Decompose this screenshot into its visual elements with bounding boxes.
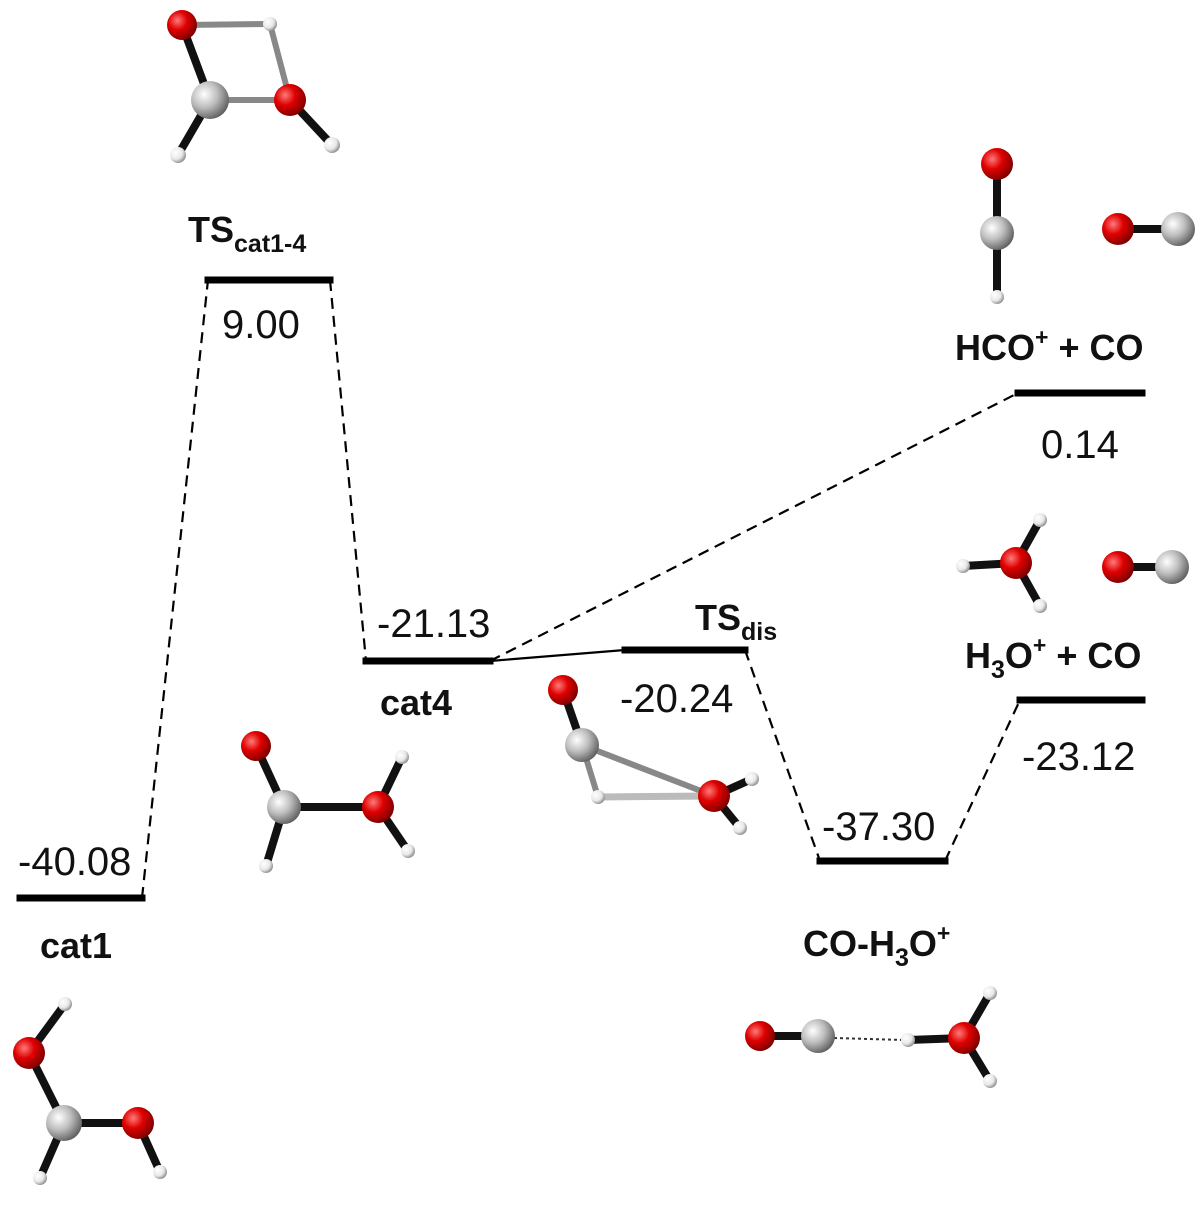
- oxygen-atom: [362, 791, 394, 823]
- hydrogen-atom: [263, 17, 277, 31]
- energy-levels: [16, 276, 1146, 902]
- hydrogen-atom: [733, 821, 747, 835]
- carbon-atom: [801, 1019, 835, 1053]
- state-label-h3o-co: H3O+ + CO: [965, 632, 1141, 684]
- oxygen-atom: [981, 148, 1013, 180]
- hydrogen-atom: [170, 147, 186, 163]
- coh3o-part-a: CO-H: [803, 923, 895, 964]
- state-label-ts-cat1-4: TScat1-4: [188, 209, 306, 258]
- oxygen-atom: [13, 1037, 45, 1069]
- carbon-atom: [1161, 212, 1195, 246]
- energy-value-h3o-co: -23.12: [1022, 735, 1135, 779]
- hcoco-part-c: + CO: [1048, 327, 1143, 368]
- hcoco-superscript: +: [1035, 324, 1048, 350]
- oxygen-atom: [241, 731, 271, 761]
- connector-cat4-hcoco: [489, 392, 1019, 662]
- oxygen-atom: [948, 1022, 980, 1054]
- hydrogen-atom: [983, 1074, 997, 1088]
- energy-value-ts-cat1-4: 9.00: [222, 303, 300, 347]
- hydrogen-atom: [591, 790, 605, 804]
- state-labels: cat1 TScat1-4 cat4 TSdis CO-H3O+ H3O+ + …: [40, 209, 1143, 972]
- hydrogen-atom: [33, 1171, 47, 1185]
- connector-tsdis-coh3o: [743, 649, 822, 862]
- carbon-atom: [565, 728, 599, 762]
- hydrogen-atom: [983, 986, 997, 1000]
- hydrogen-atom: [395, 750, 409, 764]
- hydrogen-atom: [58, 997, 72, 1011]
- energy-value-cat1: -40.08: [18, 840, 131, 884]
- h3oco-part-a: H: [965, 635, 991, 676]
- oxygen-atom: [1102, 551, 1134, 583]
- hydrogen-atom: [1033, 599, 1047, 613]
- oxygen-atom: [274, 84, 306, 116]
- hydrogen-atom: [401, 844, 415, 858]
- tsdis-main-text: TS: [695, 597, 741, 638]
- carbon-atom: [1155, 550, 1189, 584]
- oxygen-atom: [122, 1107, 154, 1139]
- carbon-atom: [267, 790, 301, 824]
- connector-ts-cat4: [328, 279, 368, 662]
- state-label-cat4: cat4: [380, 682, 452, 723]
- carbon-atom: [980, 216, 1014, 250]
- h3oco-part-c: + CO: [1046, 635, 1141, 676]
- state-label-cat1: cat1: [40, 925, 112, 966]
- molecule-ts-dis: [548, 675, 759, 835]
- hydrogen-atom: [956, 559, 970, 573]
- coh3o-part-b: O: [909, 923, 937, 964]
- molecule-cat4: [241, 731, 415, 873]
- state-label-ts-dis: TSdis: [695, 597, 777, 646]
- oxygen-atom: [167, 10, 197, 40]
- ts-main-text: TS: [188, 209, 234, 250]
- hydrogen-atom: [153, 1165, 167, 1179]
- molecule-ts-cat1-4: [167, 10, 340, 163]
- molecule-hco-co: [980, 148, 1195, 304]
- ts-subscript: cat1-4: [234, 230, 306, 258]
- energy-value-hco-co: 0.14: [1041, 423, 1119, 467]
- oxygen-atom: [548, 675, 578, 705]
- connector-cat1-ts: [140, 279, 210, 899]
- energy-values: -40.08 9.00 -21.13 -20.24 -37.30 -23.12 …: [18, 303, 1135, 884]
- hydrogen-atom: [259, 859, 273, 873]
- hcoco-part-a: HCO: [955, 327, 1035, 368]
- h3oco-subscript: 3: [991, 656, 1005, 684]
- carbon-atom: [191, 81, 229, 119]
- oxygen-atom: [1000, 547, 1032, 579]
- hydrogen-atom: [745, 772, 759, 786]
- oxygen-atom: [698, 780, 730, 812]
- state-label-hco-co: HCO+ + CO: [955, 324, 1143, 368]
- hydrogen-atom: [324, 137, 340, 153]
- tsdis-subscript: dis: [741, 618, 777, 646]
- state-label-co-h3o: CO-H3O+: [803, 920, 950, 972]
- connector-coh3o-h3oco: [944, 699, 1021, 862]
- coh3o-superscript: +: [937, 920, 950, 946]
- molecule-co-h3o: [745, 986, 997, 1088]
- carbon-atom: [46, 1105, 82, 1141]
- h3oco-part-b: O: [1005, 635, 1033, 676]
- hydrogen-atom: [901, 1033, 915, 1047]
- connectors: [140, 279, 1021, 899]
- energy-value-ts-dis: -20.24: [620, 677, 733, 721]
- oxygen-atom: [1102, 213, 1134, 245]
- energy-value-cat4: -21.13: [377, 602, 490, 646]
- molecule-h3o-co: [956, 513, 1189, 613]
- connector-cat4-tsdis: [489, 648, 626, 663]
- hydrogen-atom: [990, 290, 1004, 304]
- coh3o-subscript: 3: [895, 944, 909, 972]
- hydrogen-atom: [1033, 513, 1047, 527]
- h3oco-superscript: +: [1033, 632, 1046, 658]
- energy-value-co-h3o: -37.30: [822, 805, 935, 849]
- oxygen-atom: [745, 1021, 775, 1051]
- molecule-cat1: [13, 997, 167, 1185]
